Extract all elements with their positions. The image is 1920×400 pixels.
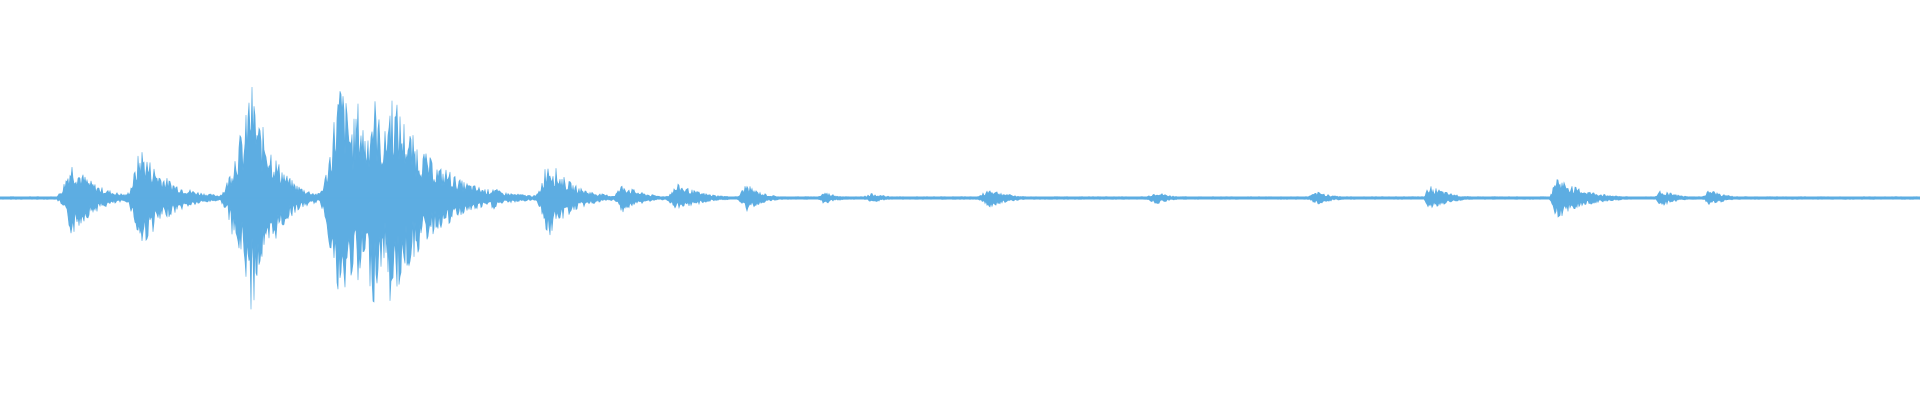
waveform-panel bbox=[0, 86, 1920, 310]
audio-waveform bbox=[0, 86, 1920, 310]
